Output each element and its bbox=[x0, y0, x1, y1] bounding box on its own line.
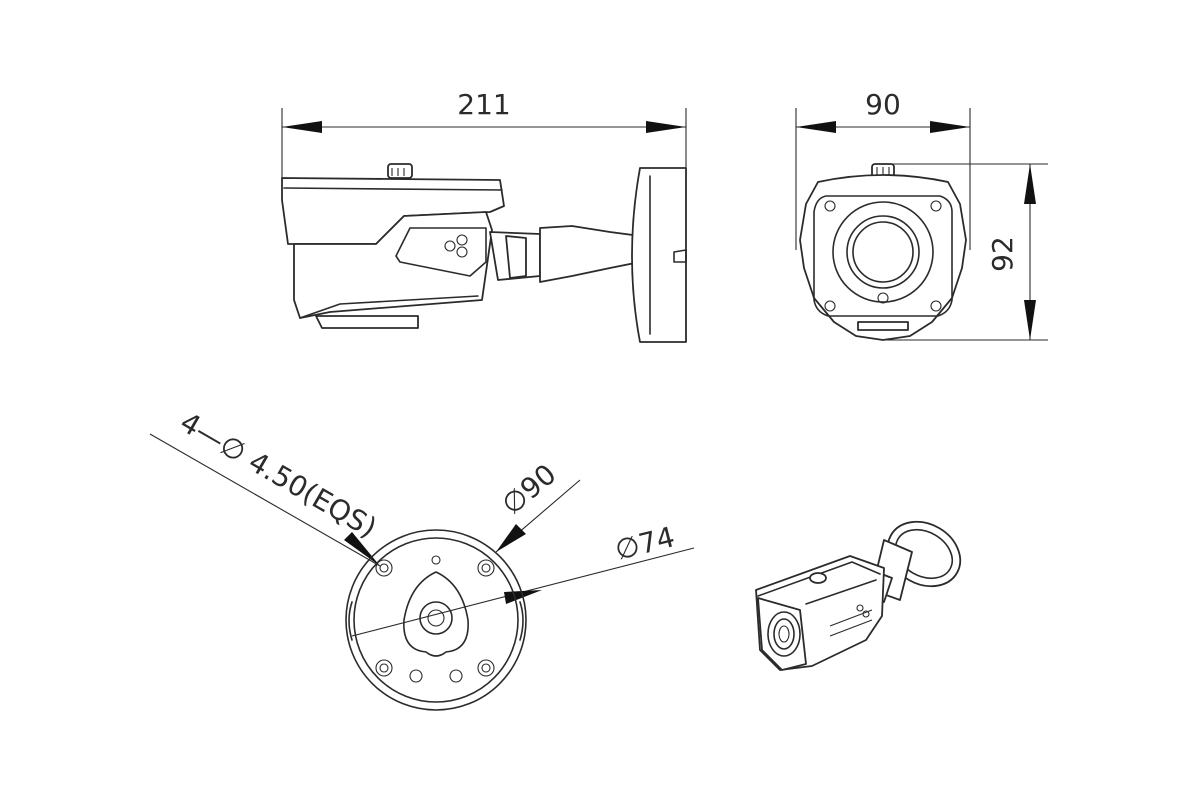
base-outer-diameter-label: ∅90 bbox=[495, 457, 562, 521]
mount-hole bbox=[375, 659, 393, 677]
side-view: 211 bbox=[281, 88, 687, 343]
base-hole-circle-label: ∅74 bbox=[612, 520, 678, 567]
arrow-left bbox=[282, 121, 322, 133]
base-plate bbox=[345, 529, 527, 711]
front-width-label: 90 bbox=[865, 88, 901, 121]
front-height-label: 92 bbox=[986, 236, 1019, 272]
camera-side-body bbox=[281, 163, 687, 343]
mount-holes-label: 4—∅ 4.50(EQS) bbox=[175, 405, 383, 544]
mount-hole bbox=[477, 559, 495, 577]
side-length-label: 211 bbox=[457, 88, 510, 121]
mount-hole bbox=[477, 659, 495, 677]
mount-hole-leader bbox=[149, 433, 381, 567]
base-view: 4—∅ 4.50(EQS) ∅90 ∅74 bbox=[149, 405, 695, 711]
front-view: 90 92 bbox=[795, 88, 1048, 341]
camera-front-body bbox=[799, 163, 967, 341]
arrow-right bbox=[646, 121, 686, 133]
isometric-view bbox=[755, 520, 962, 671]
mount-hole bbox=[375, 559, 393, 577]
